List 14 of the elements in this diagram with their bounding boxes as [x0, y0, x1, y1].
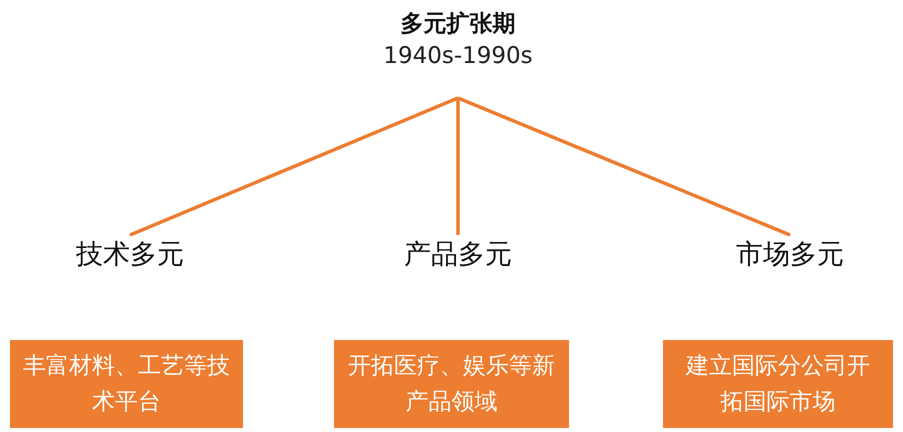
connector-line [129, 96, 459, 237]
description-box [10, 340, 243, 428]
description-text: 开拓医疗、娱乐等新产品领域 [347, 352, 556, 417]
connector-line [457, 96, 791, 237]
heading-text: 多元扩张期 [400, 10, 516, 39]
connector-line [456, 98, 460, 235]
category-label: 市场多元 [736, 238, 844, 272]
period-text: 1940s-1990s [383, 42, 533, 71]
category-label: 产品多元 [404, 238, 512, 272]
description-box [663, 340, 893, 428]
description-text: 建立国际分公司开拓国际市场 [684, 352, 871, 417]
category-label: 技术多元 [76, 238, 184, 272]
description-box [334, 340, 569, 428]
description-text: 丰富材料、工艺等技术平台 [22, 352, 231, 417]
